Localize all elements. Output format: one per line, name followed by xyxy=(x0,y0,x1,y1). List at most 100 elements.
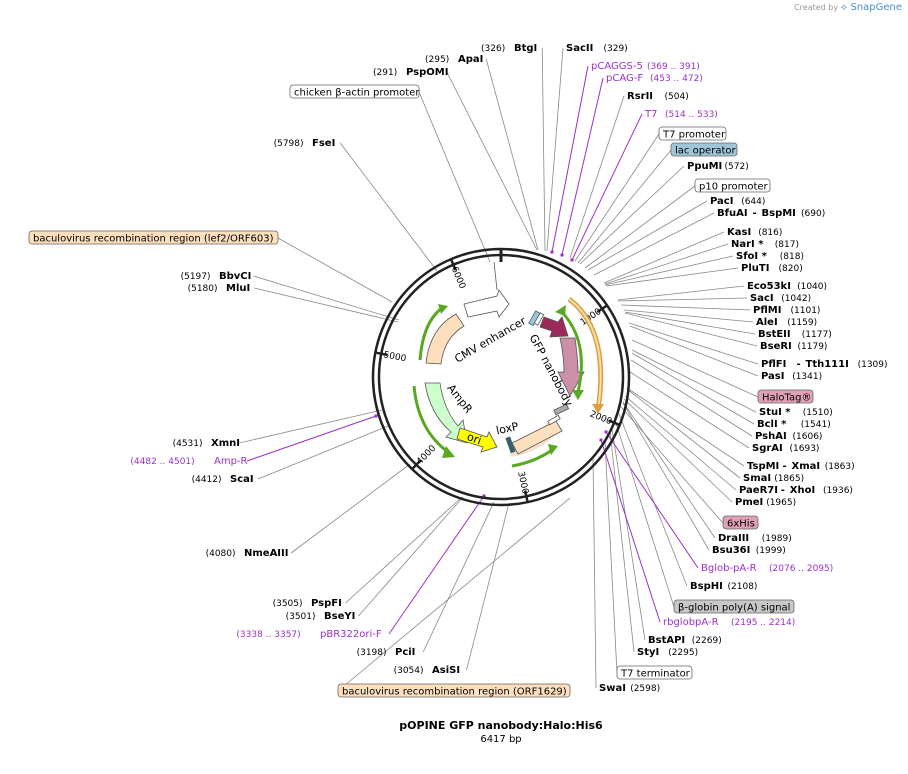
enzyme-position: (4080) xyxy=(206,549,236,559)
feature-name: baculovirus recombination region (ORF162… xyxy=(342,687,567,698)
enzyme-leader xyxy=(626,387,745,467)
backbone-outer xyxy=(371,247,631,507)
enzyme-position: (3198) xyxy=(357,648,387,658)
backbone-inner xyxy=(377,253,625,501)
gfp-dark-body xyxy=(539,316,569,338)
feature-box xyxy=(673,599,795,614)
enzyme-name: BtgI xyxy=(514,43,537,54)
enzyme-leader xyxy=(628,322,759,365)
enzyme-site: (572)PpuMI xyxy=(687,161,749,172)
enzyme-name-extra: XhoI xyxy=(790,485,815,496)
cmv-enhancer-body xyxy=(463,289,510,318)
enzyme-site: (3505)PspFI xyxy=(273,598,342,609)
enzyme-leader xyxy=(631,349,757,413)
primer-mark xyxy=(604,430,608,434)
t7-terminator-marker xyxy=(547,414,561,426)
enzyme-position: (1936) xyxy=(823,486,853,496)
ring-features xyxy=(412,261,604,468)
enzyme-site: (1341)PasI xyxy=(761,371,822,382)
feature-box xyxy=(757,389,814,404)
primer-position: (514 .. 533) xyxy=(665,110,718,120)
enzyme-name: PmeI xyxy=(735,497,763,508)
enzyme-position: (4531) xyxy=(173,439,203,449)
enzyme-site: (817)NarI * xyxy=(731,239,799,250)
enzyme-site: (5197)BbvCI xyxy=(181,271,252,282)
feature-box xyxy=(658,126,727,141)
primer-position: (2195 .. 2214) xyxy=(731,618,795,628)
feature-label: 6xHis xyxy=(722,515,759,530)
enzyme-name: DraIII xyxy=(718,533,749,544)
enzyme-name: BstEII xyxy=(758,329,791,340)
tick-mark xyxy=(608,419,621,427)
green-orf-bottom xyxy=(511,448,553,468)
tick-label: 3000 xyxy=(515,471,530,496)
enzyme-site: (1042)SacI xyxy=(750,293,811,304)
enzyme-name: NarI * xyxy=(731,239,764,250)
enzyme-name: ApaI xyxy=(458,54,483,65)
inner-feature-label: ori xyxy=(465,430,483,447)
primer-leader xyxy=(600,439,661,623)
feature-label: T7 promoter xyxy=(658,126,727,141)
feature-name: p10 promoter xyxy=(699,182,769,193)
primer-position: (3338 .. 3357) xyxy=(236,630,300,640)
primer-leader xyxy=(605,431,699,569)
primer-mark xyxy=(482,494,486,498)
feature-leader xyxy=(620,406,724,524)
green-orf-left-lower xyxy=(412,385,449,454)
green-orf-left-upper xyxy=(418,306,443,361)
enzyme-dash: - xyxy=(783,461,787,472)
primer-name: Bglob-pA-R xyxy=(701,563,757,574)
enzyme-leader xyxy=(605,267,739,287)
enzyme-site: (291)PspOMI xyxy=(373,67,448,78)
enzyme-name: MluI xyxy=(226,283,250,294)
gfp-nanobody-body xyxy=(557,337,585,397)
primer-mark xyxy=(570,258,574,262)
enzyme-name: ScaI xyxy=(230,474,254,485)
halotag-arc-inner xyxy=(568,298,602,411)
credit-prefix: Created by xyxy=(794,3,839,12)
enzyme-leader xyxy=(618,413,688,587)
enzyme-site: (2598)SwaI xyxy=(599,683,660,694)
enzyme-site: (818)SfoI * xyxy=(736,251,804,262)
enzyme-name: PciI xyxy=(395,647,415,658)
enzyme-site: (1965)PmeI xyxy=(735,497,796,508)
enzyme-leader xyxy=(587,200,708,271)
tick-mark xyxy=(523,490,529,503)
enzyme-position: (4412) xyxy=(192,475,222,485)
enzyme-leader xyxy=(579,165,685,265)
enzyme-position: (1693) xyxy=(790,444,820,454)
enzyme-position: (1341) xyxy=(792,372,822,382)
enzyme-site: (2108)BspHI xyxy=(690,581,757,592)
enzyme-name: NmeAIII xyxy=(244,548,288,559)
feature-label: lac operator xyxy=(670,142,738,157)
enzyme-leader xyxy=(617,297,748,302)
primer-site: T7(514 .. 533) xyxy=(644,109,718,120)
enzyme-name: SfoI * xyxy=(736,251,768,262)
enzyme-position: (5180) xyxy=(188,284,218,294)
enzyme-name: PspOMI xyxy=(406,67,448,78)
enzyme-leader xyxy=(620,304,751,311)
feature-leader xyxy=(577,149,672,264)
primer-position: (369 .. 391) xyxy=(647,62,700,72)
inner-feature-label: loxP xyxy=(495,420,520,437)
enzyme-name-extra: XmaI xyxy=(792,461,821,472)
feature-label: HaloTag® xyxy=(757,389,814,404)
enzyme-position: (3501) xyxy=(286,612,316,622)
enzyme-name: RsrII xyxy=(627,91,653,102)
enzyme-name: BfuAI xyxy=(717,208,748,219)
enzyme-leader xyxy=(541,47,546,252)
enzyme-position: (2269) xyxy=(692,636,722,646)
primer-leader xyxy=(571,113,643,261)
enzyme-leader xyxy=(339,142,438,272)
enzyme-leader xyxy=(446,71,538,251)
enzyme-position: (295) xyxy=(425,55,449,65)
enzyme-leader xyxy=(631,352,755,425)
enzyme-position: (1541) xyxy=(801,420,831,430)
enzyme-leader xyxy=(629,325,759,377)
enzyme-name: PpuMI xyxy=(687,161,722,172)
feature-box xyxy=(694,178,771,193)
tick-label: 2000 xyxy=(588,409,613,427)
enzyme-position: (5798) xyxy=(274,139,304,149)
enzyme-leader xyxy=(624,395,737,491)
enzyme-leader xyxy=(466,502,510,671)
